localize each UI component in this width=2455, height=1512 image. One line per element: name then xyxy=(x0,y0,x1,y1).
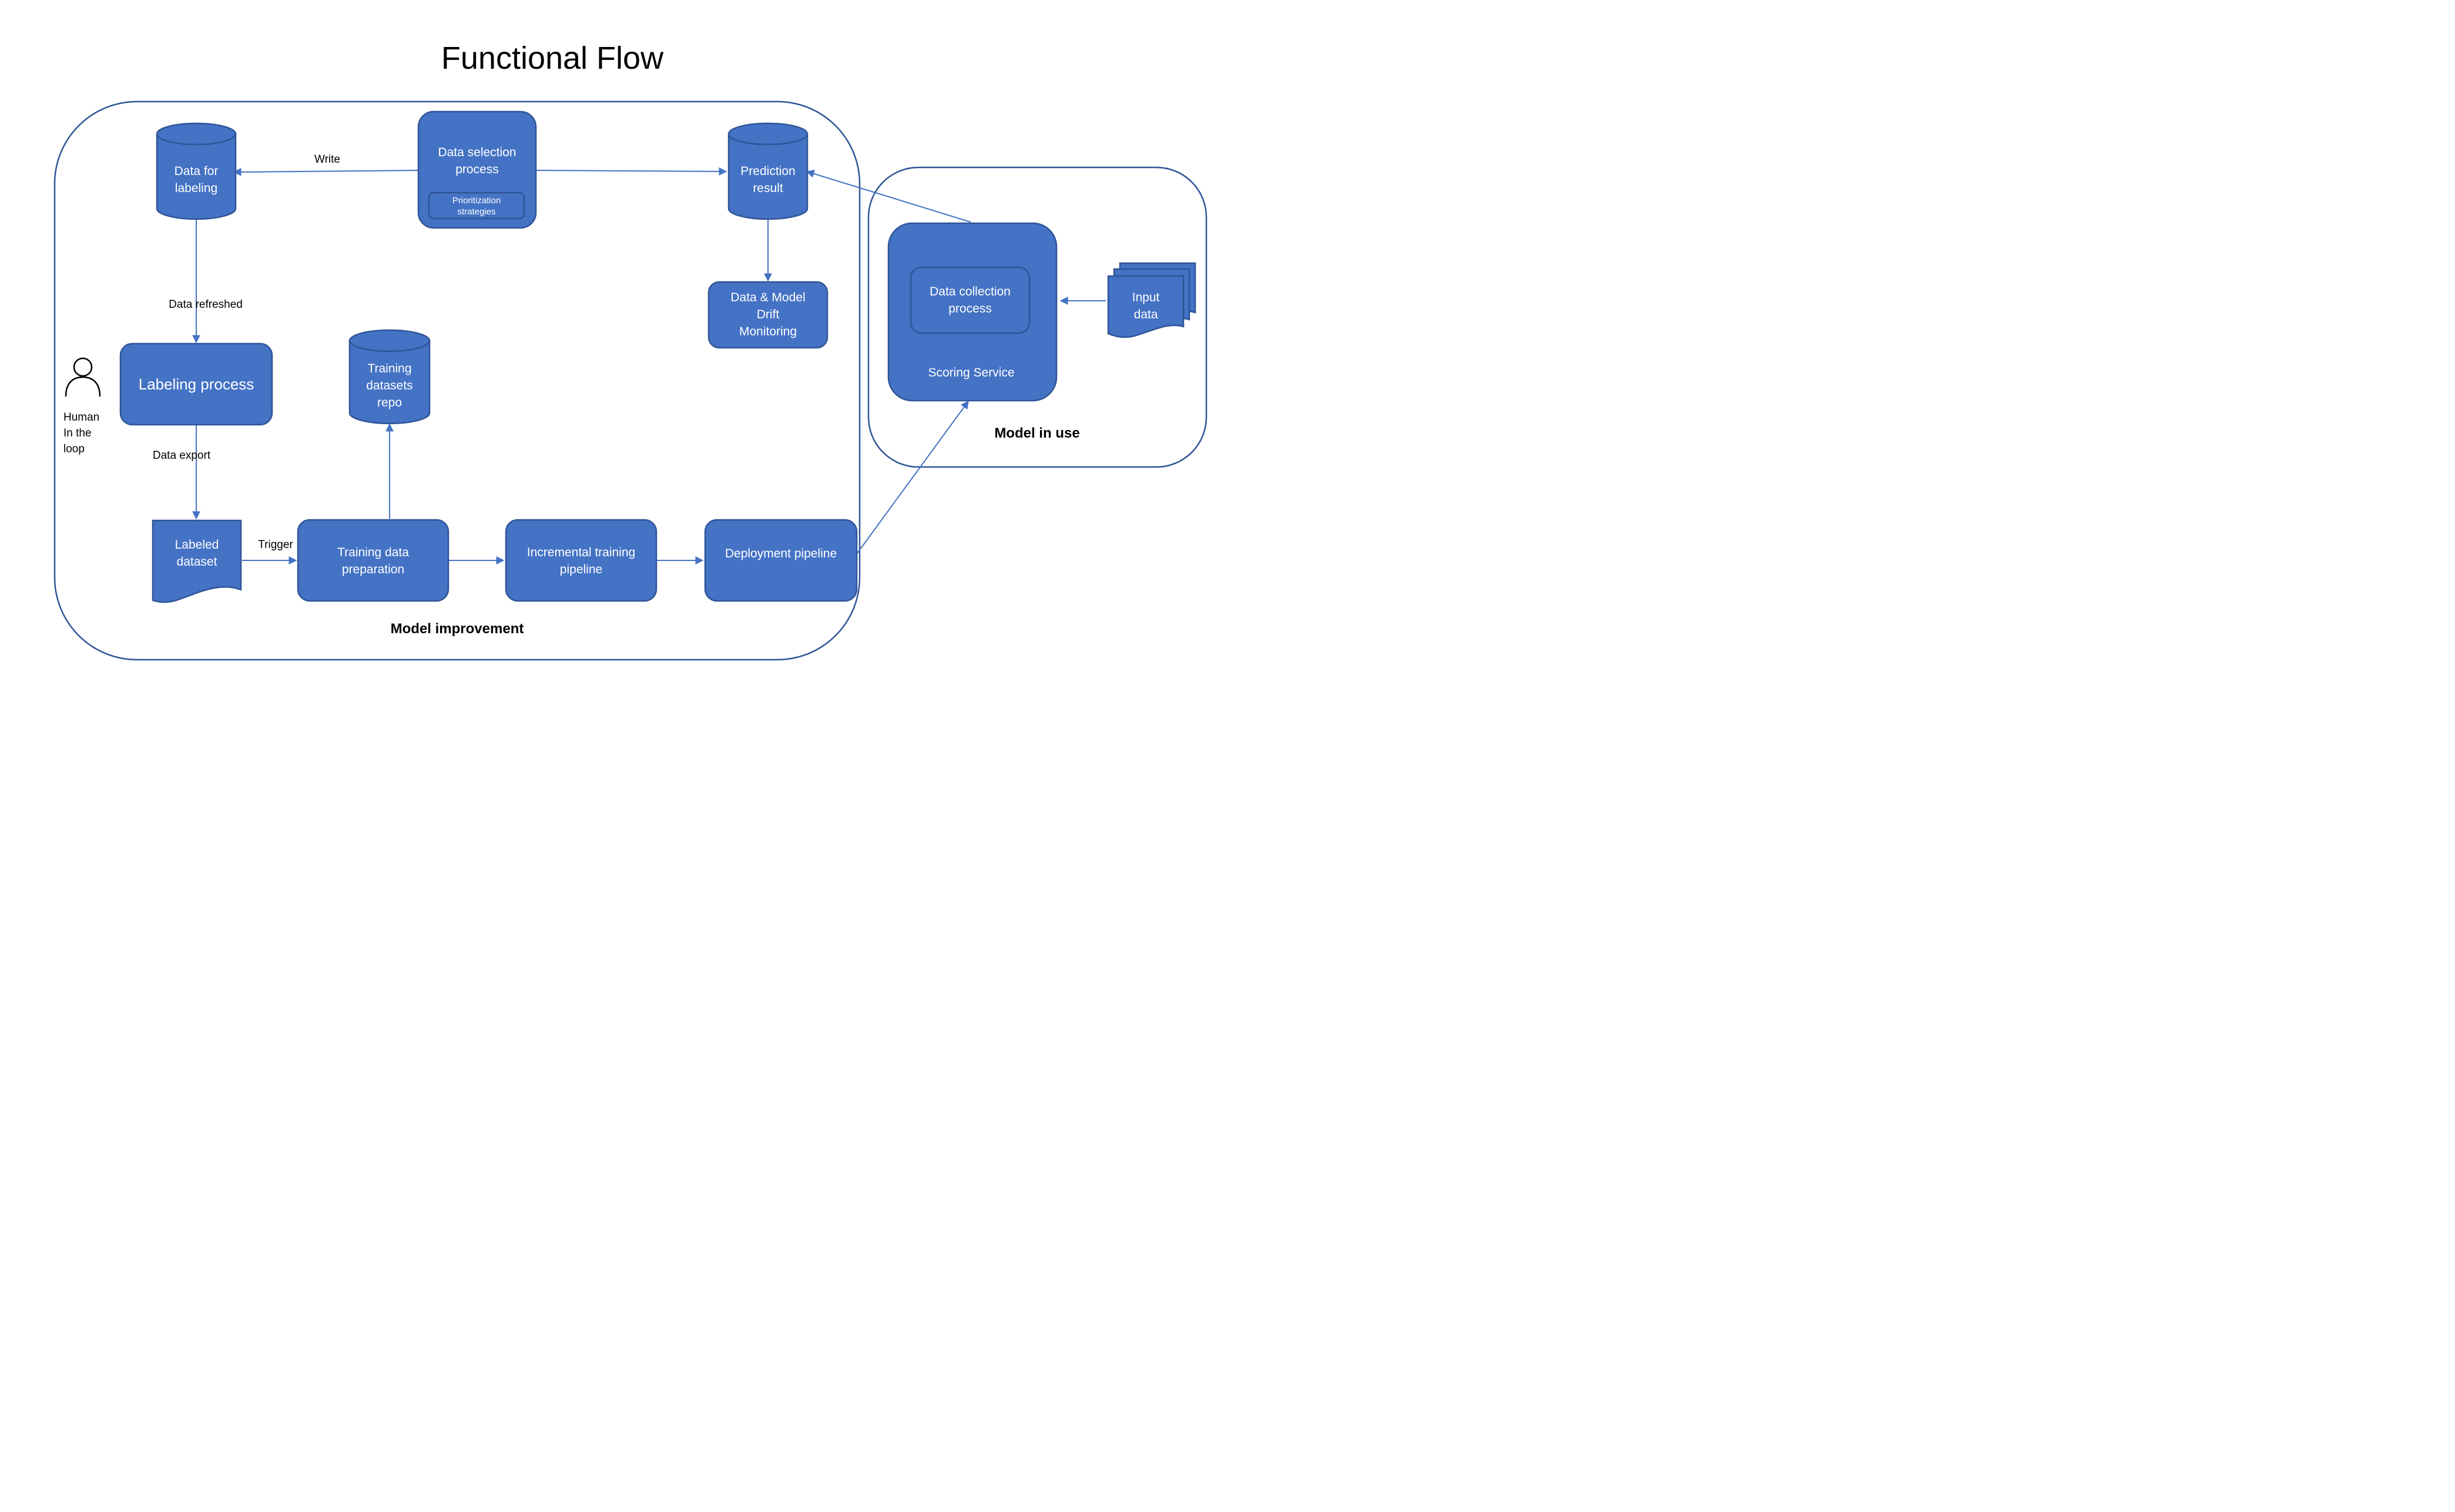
edge-write xyxy=(233,167,419,176)
drift-monitoring-line1: Data & Model xyxy=(730,291,805,304)
training-prep-line2: preparation xyxy=(342,563,404,576)
model-in-use-label: Model in use xyxy=(994,425,1079,441)
prioritization-line2: strategies xyxy=(457,207,495,217)
edge-label-data-refreshed: Data refreshed xyxy=(169,298,243,311)
edge-scoring-to-prediction xyxy=(806,170,971,223)
input-data-line2: data xyxy=(1134,308,1158,321)
edge-label-write: Write xyxy=(314,153,340,166)
prioritization-line1: Prioritization xyxy=(452,196,501,206)
data-for-labeling-node: Data for labeling xyxy=(156,122,237,220)
person-icon xyxy=(65,357,101,397)
input-data-node: Input data xyxy=(1107,262,1196,338)
edge-selection-to-prediction xyxy=(535,167,727,176)
incremental-training-node: Incremental training pipeline xyxy=(505,519,658,602)
training-repo-line2: datasets xyxy=(366,379,412,392)
human-in-the-loop: Human In the loop xyxy=(63,357,101,455)
edge-label-data-export: Data export xyxy=(153,449,211,462)
scoring-service-label: Scoring Service xyxy=(928,366,1014,379)
human-line3: loop xyxy=(63,443,85,455)
labeling-process-label: Labeling process xyxy=(139,375,254,393)
labeled-dataset-node: Labeled dataset xyxy=(152,519,242,603)
training-prep-line1: Training data xyxy=(337,546,409,559)
incremental-training-line2: pipeline xyxy=(560,563,602,576)
training-data-preparation-node: Training data preparation xyxy=(297,519,450,602)
drift-monitoring-node: Data & Model Drift Monitoring xyxy=(707,281,829,349)
data-selection-process-node: Data selection process Prioritization st… xyxy=(417,110,537,229)
prediction-result-line2: result xyxy=(753,182,783,195)
training-repo-line1: Training xyxy=(367,362,411,375)
data-collection-process-box xyxy=(910,266,1031,334)
deployment-pipeline-node: Deployment pipeline xyxy=(704,519,858,602)
prediction-result-line1: Prediction xyxy=(740,164,795,178)
edge-label-trigger: Trigger xyxy=(258,539,293,551)
training-datasets-repo-node: Training datasets repo xyxy=(348,329,431,425)
drift-monitoring-line3: Monitoring xyxy=(739,325,797,338)
edge-deployment-to-scoring xyxy=(856,400,969,555)
prioritization-strategies-box xyxy=(428,191,525,220)
diagram-title: Functional Flow xyxy=(441,41,664,76)
data-selection-line2: process xyxy=(455,163,499,176)
incremental-training-line1: Incremental training xyxy=(527,546,635,559)
drift-monitoring-line2: Drift xyxy=(757,308,780,321)
human-line2: In the xyxy=(63,427,92,439)
deployment-pipeline-label: Deployment pipeline xyxy=(725,547,837,560)
data-collection-line1: Data collection xyxy=(930,285,1011,298)
scoring-service-node: Data collection process Scoring Service xyxy=(887,222,1058,402)
data-collection-line2: process xyxy=(948,302,992,315)
prediction-result-node: Prediction result xyxy=(727,122,809,220)
data-for-labeling-line2: labeling xyxy=(175,182,217,195)
data-selection-line1: Data selection xyxy=(438,146,516,159)
human-line1: Human xyxy=(63,411,99,424)
training-repo-line3: repo xyxy=(377,396,402,409)
labeling-process-node: Labeling process xyxy=(119,342,273,426)
model-improvement-group xyxy=(53,100,861,661)
input-data-line1: Input xyxy=(1132,291,1160,304)
data-for-labeling-line1: Data for xyxy=(175,164,219,178)
labeled-dataset-line2: dataset xyxy=(177,555,217,569)
model-improvement-label: Model improvement xyxy=(391,621,524,637)
labeled-dataset-line1: Labeled xyxy=(175,538,219,552)
model-in-use-group xyxy=(867,166,1208,468)
